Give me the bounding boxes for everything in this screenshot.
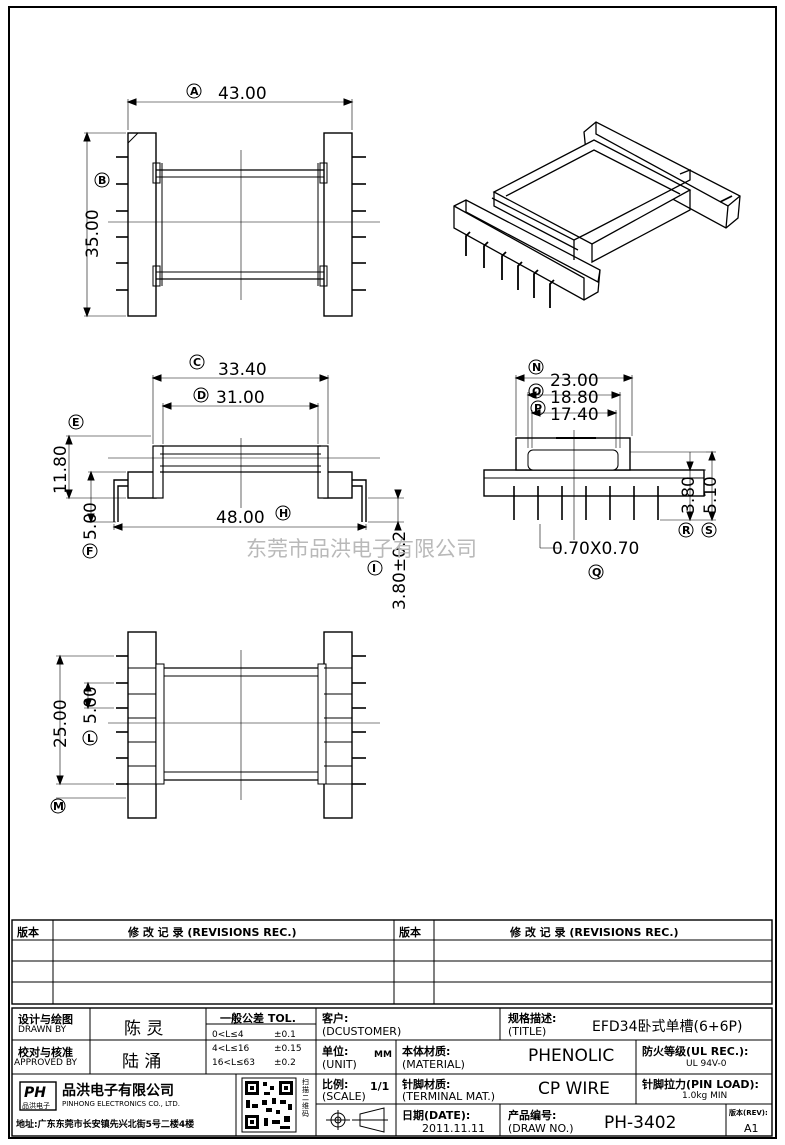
designer-label-cn: 设计与绘图	[18, 1013, 73, 1026]
checker-name: 陆 涌	[122, 1052, 162, 1072]
checker-label-en: APPROVED BY	[14, 1058, 78, 1068]
designer-name: 陈 灵	[124, 1019, 164, 1039]
marker-o: O	[532, 385, 541, 398]
unit-value: MM	[374, 1050, 392, 1060]
dim-e-text: 11.80	[51, 445, 71, 494]
scale-value: 1/1	[370, 1080, 390, 1093]
watermark-text: 东莞市品洪电子有限公司	[246, 537, 477, 561]
tolerance-title: 一般公差 TOL.	[220, 1012, 296, 1025]
marker-l: L	[87, 732, 94, 745]
dim-s-text: 5.10	[701, 476, 721, 514]
bottom-view	[56, 631, 380, 819]
customer-label-en: (DCUSTOMER)	[322, 1025, 402, 1038]
company-logo-subtext: 品洪电子	[22, 1102, 50, 1110]
dim-o-text: 18.80	[550, 388, 599, 408]
marker-d: D	[197, 389, 206, 402]
marker-h: H	[279, 507, 288, 520]
marker-b: B	[98, 174, 106, 187]
top-view	[83, 98, 380, 318]
scale-label-en: (SCALE)	[322, 1090, 366, 1103]
draw-no-label-en: (DRAW NO.)	[508, 1122, 574, 1135]
dim-c-text: 33.40	[218, 360, 267, 380]
dim-a-text: 43.00	[218, 84, 267, 104]
dim-k-text: 25.00	[51, 699, 71, 748]
customer-label-cn: 客户:	[322, 1012, 349, 1025]
marker-m: M	[53, 800, 64, 813]
material-value: PHENOLIC	[528, 1046, 615, 1066]
draw-no-label-cn: 产品编号:	[508, 1109, 557, 1122]
rev-value: A1	[744, 1122, 759, 1135]
dim-l-text: 5.00	[81, 686, 101, 724]
date-value: 2011.11.11	[422, 1122, 485, 1135]
revision-table	[11, 919, 773, 1005]
pin-load-value: 1.0kg MIN	[682, 1091, 728, 1101]
isometric-view	[453, 121, 741, 308]
rev-header-version-2: 版本	[399, 926, 421, 939]
company-name-en: PINHONG ELECTRONICS CO., LTD.	[62, 1100, 180, 1108]
marker-c: C	[193, 356, 201, 369]
rev-label: 版本(REV):	[729, 1109, 768, 1117]
dim-b-text: 35.00	[83, 209, 103, 258]
fire-rating-value: UL 94V-0	[686, 1059, 727, 1069]
company-address: 地址:广东东莞市长安镇先兴北街5号二楼4楼	[16, 1120, 195, 1130]
company-name-cn: 品洪电子有限公司	[62, 1083, 174, 1099]
tol-range-3: 16<L≤63	[212, 1058, 256, 1068]
fire-rating-label: 防火等级(UL REC.):	[642, 1045, 749, 1058]
front-view	[65, 374, 404, 531]
checker-label-cn: 校对与核准	[18, 1046, 73, 1059]
tol-range-2: 4<L≤16	[212, 1044, 250, 1054]
tol-range-1: 0<L≤4	[212, 1030, 244, 1040]
rev-header-records: 修 改 记 录 (REVISIONS REC.)	[128, 926, 297, 939]
dim-r-text: 3.80	[679, 476, 699, 514]
company-logo-text: PH	[24, 1085, 46, 1101]
qr-code	[245, 1081, 293, 1129]
dim-h-text: 48.00	[216, 508, 265, 528]
marker-e: E	[72, 416, 80, 429]
pin-load-label: 针脚拉力(PIN LOAD):	[642, 1078, 759, 1091]
tol-value-2: ±0.15	[274, 1044, 302, 1054]
material-label-cn: 本体材质:	[402, 1045, 451, 1058]
marker-q: Q	[592, 566, 601, 579]
dim-q-text: 0.70X0.70	[552, 539, 639, 559]
title-block	[11, 1007, 773, 1137]
terminal-label-cn: 针脚材质:	[402, 1078, 451, 1091]
terminal-value: CP WIRE	[538, 1079, 610, 1099]
terminal-label-en: (TERMINAL MAT.)	[402, 1090, 496, 1103]
marker-n: N	[532, 361, 541, 374]
dim-n-text: 23.00	[550, 371, 599, 391]
rev-header-records-2: 修 改 记 录 (REVISIONS REC.)	[510, 926, 679, 939]
tol-value-1: ±0.1	[274, 1030, 296, 1040]
spec-label-en: (TITLE)	[508, 1025, 547, 1038]
unit-label-cn: 单位:	[322, 1045, 349, 1058]
tol-value-3: ±0.2	[274, 1058, 296, 1068]
side-view	[483, 374, 716, 549]
spec-label-cn: 规格描述:	[508, 1012, 557, 1025]
draw-no-value: PH-3402	[604, 1113, 677, 1133]
designer-label-en: DRAWN BY	[18, 1025, 67, 1035]
material-label-en: (MATERIAL)	[402, 1058, 465, 1071]
unit-label-en: (UNIT)	[322, 1058, 357, 1071]
dim-f-text: 5.00	[81, 502, 101, 540]
marker-p: P	[534, 402, 542, 415]
scale-label-cn: 比例:	[322, 1078, 349, 1091]
marker-a: A	[190, 85, 199, 98]
rev-header-version: 版本	[17, 926, 39, 939]
sheet-border	[8, 6, 777, 1139]
date-label: 日期(DATE):	[402, 1109, 471, 1122]
dim-i-text: 3.80±0.2	[390, 531, 410, 610]
dim-d-text: 31.00	[216, 388, 265, 408]
qr-caption: 扫描二维码	[302, 1078, 309, 1118]
marker-s: S	[705, 524, 713, 537]
marker-r: R	[682, 524, 691, 537]
marker-i: I	[372, 562, 376, 575]
spec-value: EFD34卧式单槽(6+6P)	[592, 1019, 743, 1035]
marker-f: F	[86, 545, 94, 558]
dim-p-text: 17.40	[550, 405, 599, 425]
